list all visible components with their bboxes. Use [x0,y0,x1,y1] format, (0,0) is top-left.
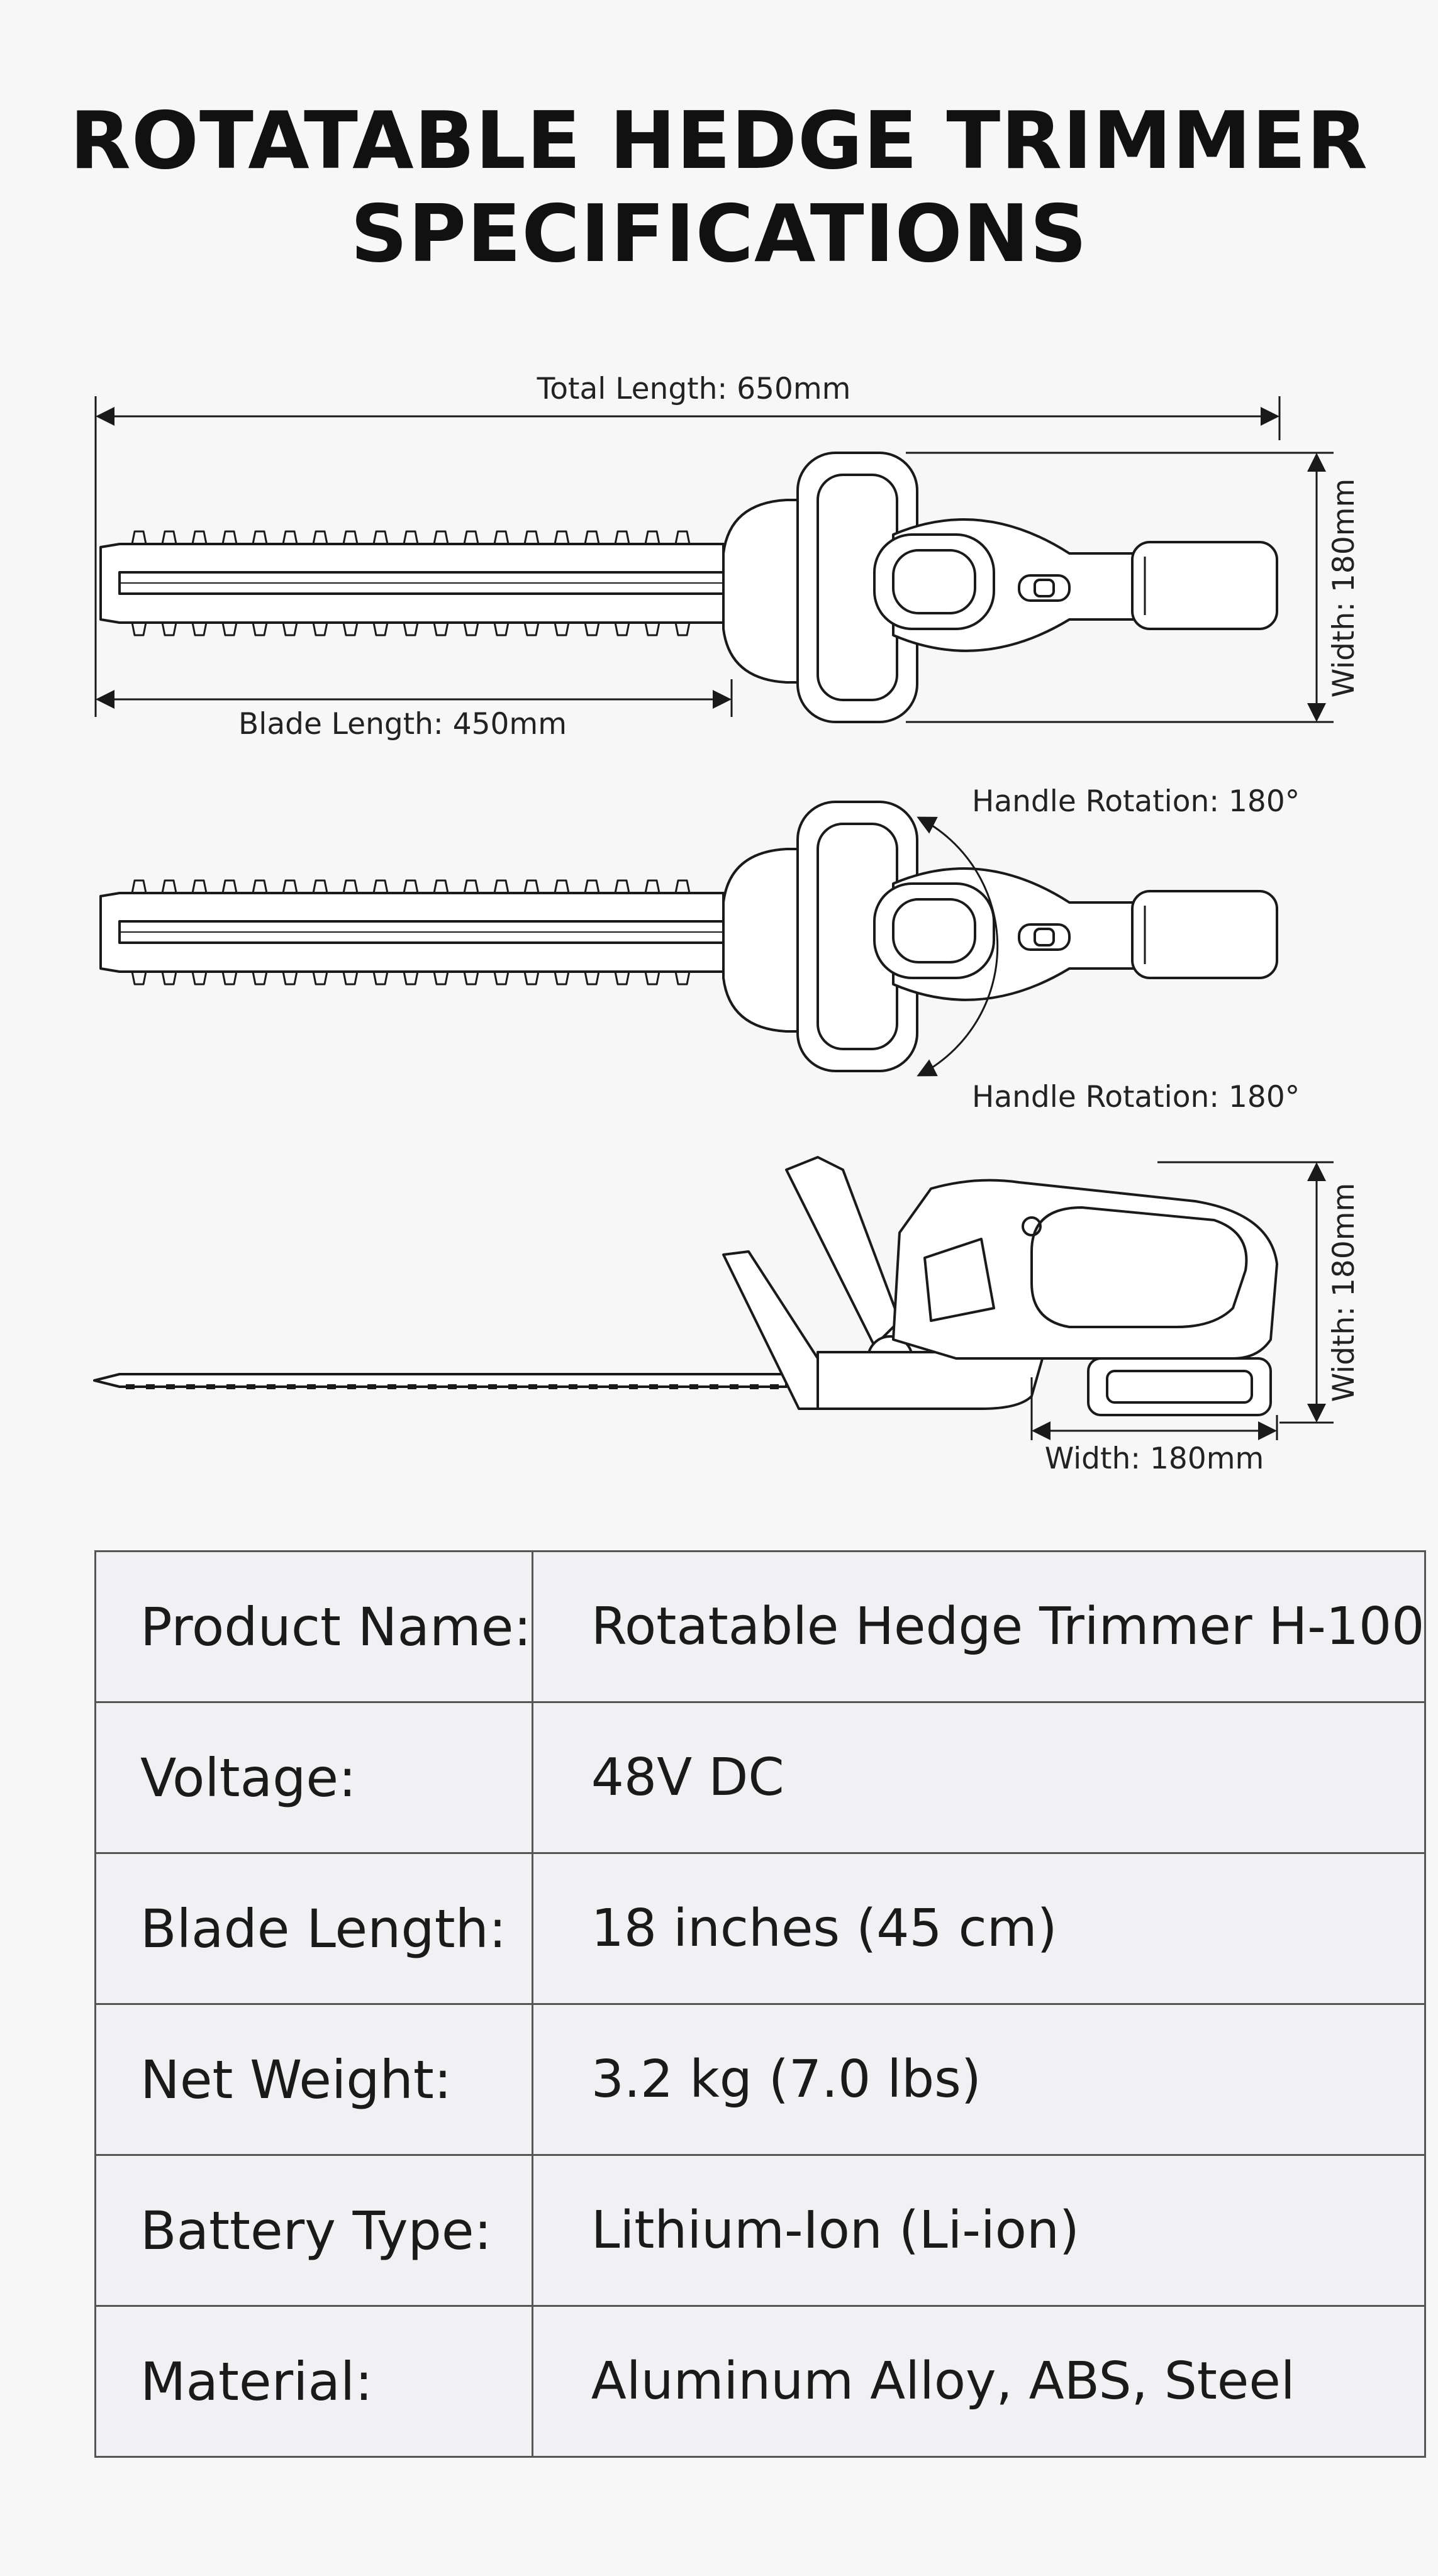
table-row: Product Name: Rotatable Hedge Trimmer H-… [94,1550,1427,1703]
spec-label-blade-length: Blade Length: [94,1852,533,2005]
rotation-label-top: Handle Rotation: 180° [972,784,1300,819]
trimmer-rotation-view [99,801,1278,1072]
spec-value-blade-length: 18 inches (45 cm) [531,1852,1427,2005]
spec-label-battery-type: Battery Type: [94,2154,533,2307]
width-dimension-side-horizontal [1030,1377,1278,1440]
battery-top-1 [1131,541,1278,630]
body-side [892,1179,1278,1360]
battery-side [1087,1357,1272,1416]
blade-length-dimension [96,679,733,717]
blade-length-label: Blade Length: 450mm [238,707,567,741]
spec-label-net-weight: Net Weight: [94,2003,533,2156]
blade-top-1 [99,530,725,636]
trimmer-diagram: Total Length: 650mm Blade Length: 450mm … [93,372,1361,1476]
table-row: Material: Aluminum Alloy, ABS, Steel [94,2305,1427,2458]
table-row: Voltage: 48V DC [94,1701,1427,1854]
spec-label-material: Material: [94,2305,533,2458]
spec-value-battery-type: Lithium-Ion (Li-ion) [531,2154,1427,2307]
trimmer-side-view [93,1156,1278,1416]
spec-label-product-name: Product Name: [94,1550,533,1703]
blade-side [93,1373,788,1388]
total-length-dimension [94,396,1281,717]
gear-housing-top-1 [722,499,800,684]
title-line-1: ROTATABLE HEDGE TRIMMER [69,94,1369,187]
rotation-label-bottom: Handle Rotation: 180° [972,1080,1300,1114]
width-label-side-vertical: Width: 180mm [1327,1183,1361,1402]
trimmer-top-view [99,452,1278,723]
spec-value-material: Aluminum Alloy, ABS, Steel [531,2305,1427,2458]
spec-value-net-weight: 3.2 kg (7.0 lbs) [531,2003,1427,2156]
total-length-label: Total Length: 650mm [537,372,851,406]
width-dimension-top [906,452,1334,723]
width-label-top: Width: 180mm [1327,479,1361,698]
spec-value-voltage: 48V DC [531,1701,1427,1854]
table-row: Net Weight: 3.2 kg (7.0 lbs) [94,2003,1427,2156]
blade-top-2 [99,879,725,985]
rotation-arc [917,816,999,1077]
specs-table: Product Name: Rotatable Hedge Trimmer H-… [94,1550,1427,2458]
width-dimension-side-vertical [1157,1161,1334,1424]
width-label-side-horizontal: Width: 180mm [1045,1441,1264,1476]
spec-value-product-name: Rotatable Hedge Trimmer H-100 [531,1550,1427,1703]
table-row: Battery Type: Lithium-Ion (Li-ion) [94,2154,1427,2307]
title-line-2: SPECIFICATIONS [350,187,1088,280]
page-title: ROTATABLE HEDGE TRIMMER SPECIFICATIONS [0,94,1438,280]
spec-label-voltage: Voltage: [94,1701,533,1854]
table-row: Blade Length: 18 inches (45 cm) [94,1852,1427,2005]
front-handle-side [785,1156,901,1347]
